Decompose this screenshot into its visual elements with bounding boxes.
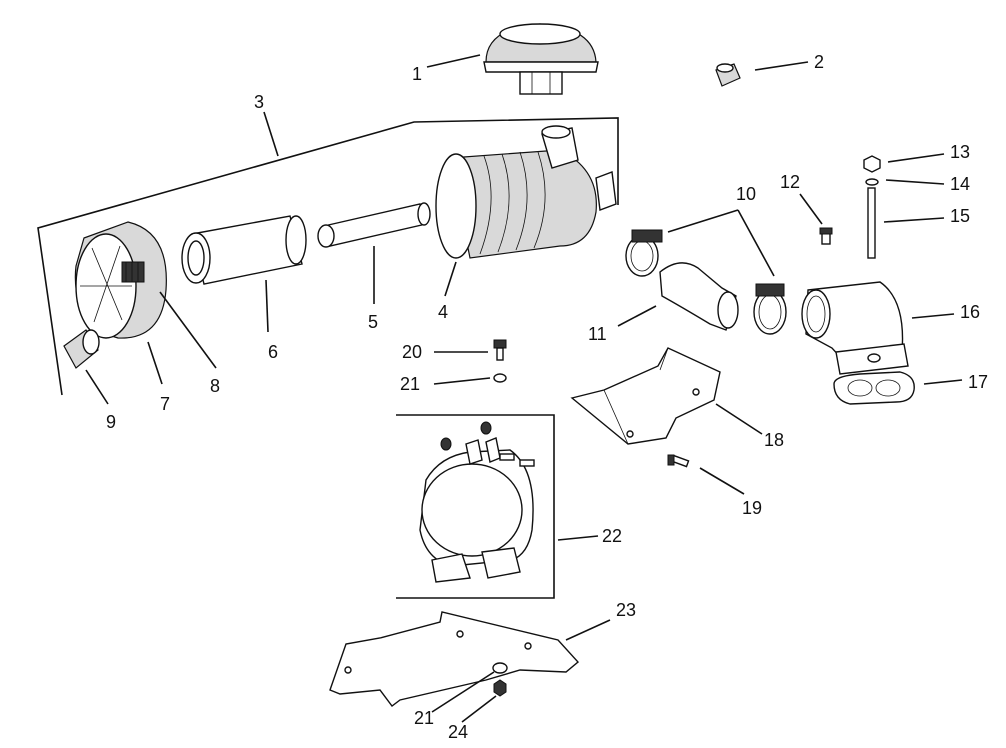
callout-3: 3: [254, 92, 264, 112]
callout-14: 14: [950, 174, 970, 194]
parts-21-24-fasteners: [492, 662, 508, 697]
callout-2: 2: [814, 52, 824, 72]
part-1-cap: [483, 23, 599, 95]
part-22-mounting-band: [419, 421, 535, 583]
part-19-bolt: [667, 454, 690, 468]
assembly-3-frame: [37, 117, 619, 396]
callout-10: 10: [736, 184, 756, 204]
parts-13-15-stud: [863, 155, 881, 259]
part-4-housing: [435, 125, 617, 259]
callout-1: 1: [412, 64, 422, 84]
part-11-elbow: [659, 262, 739, 331]
callout-16: 16: [960, 302, 980, 322]
callout-12: 12: [780, 172, 800, 192]
callout-18: 18: [764, 430, 784, 450]
part-12-bolt: [819, 227, 833, 245]
part-5-safety-element: [317, 202, 431, 248]
part-16-outlet-elbow: [801, 281, 909, 375]
part-17-gasket: [833, 371, 915, 405]
callout-9: 9: [106, 412, 116, 432]
part-2-plug: [715, 63, 741, 87]
leader-lines: [85, 54, 963, 723]
callout-22: 22: [602, 526, 622, 546]
callout-21: 21: [400, 374, 420, 394]
callout-24: 24: [448, 722, 468, 742]
callout-20: 20: [402, 342, 422, 362]
callout-4: 4: [438, 302, 448, 322]
callout-19: 19: [742, 498, 762, 518]
callout-23: 23: [616, 600, 636, 620]
callout-17: 17: [968, 372, 988, 392]
part-10-clamps: [625, 229, 787, 335]
callout-15: 15: [950, 206, 970, 226]
part-7-end-cover: [74, 221, 167, 339]
callout-5: 5: [368, 312, 378, 332]
assembly-22-frame: [396, 414, 555, 599]
callout-labels: 1 2 3 4 5 6 7 8 9 10 11 12 13 14 15 16 1…: [106, 52, 988, 742]
parts-20-21-fasteners: [493, 339, 507, 383]
callout-13: 13: [950, 142, 970, 162]
callout-21-lower: 21: [414, 708, 434, 728]
part-6-filter-element: [181, 215, 307, 285]
callout-7: 7: [160, 394, 170, 414]
callout-11: 11: [588, 324, 607, 344]
part-18-bracket: [570, 347, 721, 445]
callout-6: 6: [268, 342, 278, 362]
callout-8: 8: [210, 376, 220, 396]
part-9-valve: [63, 329, 100, 369]
part-23-lower-bracket: [329, 611, 580, 707]
